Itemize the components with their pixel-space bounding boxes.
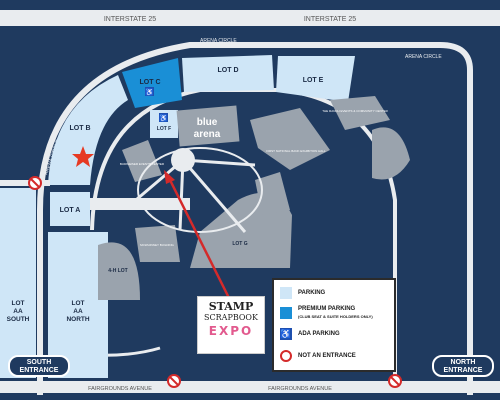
star-icon (72, 146, 94, 167)
lot-e (276, 56, 355, 102)
lot-g-label: LOT G (232, 241, 247, 247)
fairgrounds-label-left: FAIRGROUNDS AVENUE (88, 386, 152, 392)
legend-ada: ♿ ADA PARKING (280, 328, 340, 340)
legend-premium-label: PREMIUM PARKING (298, 306, 356, 312)
arena-circle-top-label: ARENA CIRCLE (200, 38, 237, 44)
legend-not-entrance: NOT AN ENTRANCE (280, 350, 356, 362)
expo-line3: EXPO (208, 324, 254, 338)
arena-circle-right-label: ARENA CIRCLE (405, 54, 442, 60)
parking-swatch (280, 287, 292, 299)
interstate-label-right: INTERSTATE 25 (304, 16, 356, 23)
ranch-center-label: THE RANCH EVENTS & COMMUNITY CENTER (322, 109, 388, 113)
expo-line2: SCRAPBOOK (204, 313, 258, 322)
lot-a (50, 192, 90, 226)
north-entrance-line1: NORTH (450, 359, 476, 366)
arrow-icon (168, 179, 232, 301)
legend-premium-sub: (CLUB SEAT & SUITE HOLDERS ONLY) (298, 314, 373, 319)
expo-line1: STAMP (208, 300, 254, 313)
fairgrounds-avenue (0, 381, 500, 393)
lot-b-label: LOT B (70, 125, 91, 132)
mcwhinney-building (135, 225, 180, 262)
first-national-hall (250, 108, 330, 170)
legend-ada-label: ADA PARKING (298, 330, 340, 337)
arena-circle-outer-road (37, 42, 473, 395)
map-legend: PARKING PREMIUM PARKING (CLUB SEAT & SUI… (272, 278, 396, 372)
north-entrance-line2: ENTRANCE (443, 367, 483, 374)
south-entrance-badge: SOUTH ENTRANCE (8, 355, 70, 377)
stamp-scrapbook-expo-logo: STAMP SCRAPBOOK EXPO (197, 296, 265, 354)
lot-aa-south (0, 188, 36, 378)
fairgrounds-label-right: FAIRGROUNDS AVENUE (268, 386, 332, 392)
arrow-head-icon (164, 170, 175, 184)
legend-not-entrance-label: NOT AN ENTRANCE (298, 352, 356, 359)
interstate-label-left: INTERSTATE 25 (104, 16, 156, 23)
no-entry-icon (28, 176, 42, 190)
plaza-ring (137, 147, 263, 233)
lot-b (48, 75, 128, 185)
lot-a-label: LOT A (60, 207, 81, 214)
premium-swatch (280, 307, 292, 319)
ranch-center (330, 96, 390, 130)
west-entry-road (0, 180, 50, 186)
legend-premium: PREMIUM PARKING (CLUB SEAT & SUITE HOLDE… (280, 306, 373, 320)
lot-e-label: LOT E (303, 77, 324, 84)
blue-arena-building (176, 105, 240, 147)
ada-icon (159, 113, 168, 122)
ranch-pavilion (372, 127, 410, 180)
south-entrance-line2: ENTRANCE (19, 367, 59, 374)
budweiser-center (122, 140, 162, 182)
no-entry-icon (388, 374, 402, 388)
legend-parking-label: PARKING (298, 289, 326, 296)
north-entrance-badge: NORTH ENTRANCE (432, 355, 494, 377)
no-entry-icon (280, 350, 292, 362)
south-entrance-line1: SOUTH (26, 359, 52, 366)
side-building (255, 172, 290, 215)
ada-icon-glyph: ♿ (145, 88, 154, 97)
lot-d (182, 55, 274, 92)
amphitheater-road-label-2: AMPHITHEATER ROAD (465, 300, 471, 355)
ada-icon: ♿ (280, 328, 292, 340)
ada-icon-glyph: ♿ (159, 114, 168, 123)
arena-logo-line1: blue (197, 117, 218, 128)
lot-f-label: LOT F (157, 126, 171, 132)
budweiser-label: BUDWEISER EVENTS CENTER (120, 162, 165, 166)
legend-premium-text: PREMIUM PARKING (CLUB SEAT & SUITE HOLDE… (298, 306, 373, 320)
4h-lot-label: 4-H LOT (108, 268, 127, 274)
no-entry-icon (167, 374, 181, 388)
first-national-label: FIRST NATIONAL BANK EXHIBITION HALL (266, 149, 326, 153)
interstate-road (0, 10, 500, 26)
lot-c-label: LOT C (140, 79, 161, 86)
lot-d-label: LOT D (218, 67, 239, 74)
ada-icon (145, 87, 154, 96)
plaza-walkways (129, 158, 256, 233)
west-plaza-road (90, 198, 190, 210)
amphitheater-road-label: AMPHITHEATER ROAD (465, 110, 471, 165)
mcwhinney-label: MCWHINNEY BUILDING (140, 243, 174, 247)
arena-logo-line2: arena (194, 129, 221, 140)
4h-lot-building (98, 242, 140, 300)
lot-c (122, 58, 182, 108)
legend-parking: PARKING (280, 287, 325, 299)
